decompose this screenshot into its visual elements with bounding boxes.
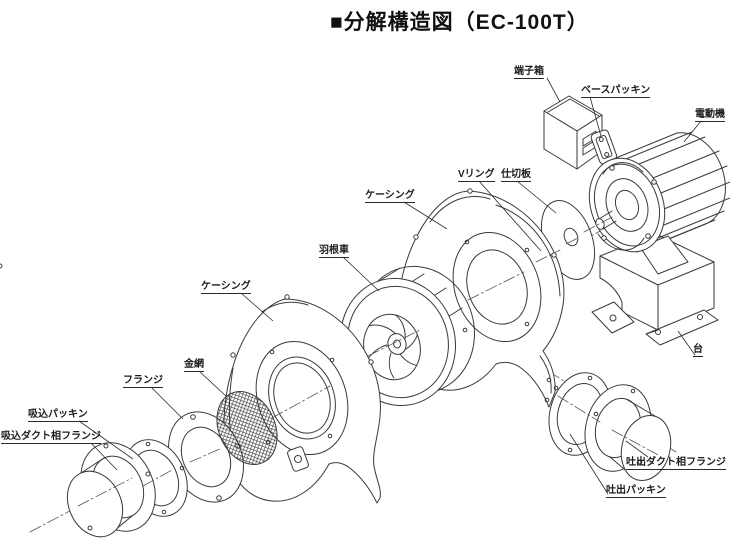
leader-base-packing [589,96,602,137]
label-flange: フランジ [123,375,163,388]
base-packing-drawing [590,129,618,165]
leader-lines [78,77,702,495]
label-stand: 台 [693,344,703,357]
label-casing-rear: ケーシング [365,190,415,203]
label-casing-front: ケーシング [201,281,251,294]
label-discharge-duct-flange: 吐出ダクト相フランジ [626,457,726,470]
leader-terminal-box [546,77,561,103]
axis-through-openings [77,215,661,507]
label-discharge-packing: 吐出パッキン [606,485,666,498]
label-motor: 電動機 [695,109,725,122]
discharge-duct-flange-drawing [584,384,672,481]
leader-discharge-packing [569,433,609,495]
label-partition-plate: 仕切板 [501,169,531,182]
leader-suction-duct-flange [90,442,118,471]
leader-suction-packing [78,420,134,460]
wire-mesh-drawing [216,391,278,465]
terminal-box-drawing [543,95,603,170]
leader-casing-front [240,292,274,322]
label-wire-mesh: 金網 [184,359,204,372]
label-suction-packing: 吸込パッキン [28,409,88,422]
label-base-packing: ベースパッキン [581,85,651,98]
leader-v-ring [478,180,542,252]
page-title: ■分解構造図（EC-100T） [330,11,589,34]
label-v-ring: Vリング [458,169,495,182]
leader-wire-mesh [198,370,228,398]
leader-flange [150,386,184,420]
leader-partition-plate [516,180,557,214]
label-impeller: 羽根車 [319,245,349,258]
motor-drawing [588,131,730,275]
label-terminal-box: 端子箱 [514,66,544,79]
suction-duct-flange-drawing [66,442,156,538]
leader-stand [677,330,696,356]
leader-casing-rear [403,201,448,230]
leader-motor [683,120,702,143]
leader-impeller [342,256,380,292]
leader-discharge-duct-flange [625,440,649,458]
label-suction-duct-flange: 吸込ダクト相フランジ [1,431,101,444]
